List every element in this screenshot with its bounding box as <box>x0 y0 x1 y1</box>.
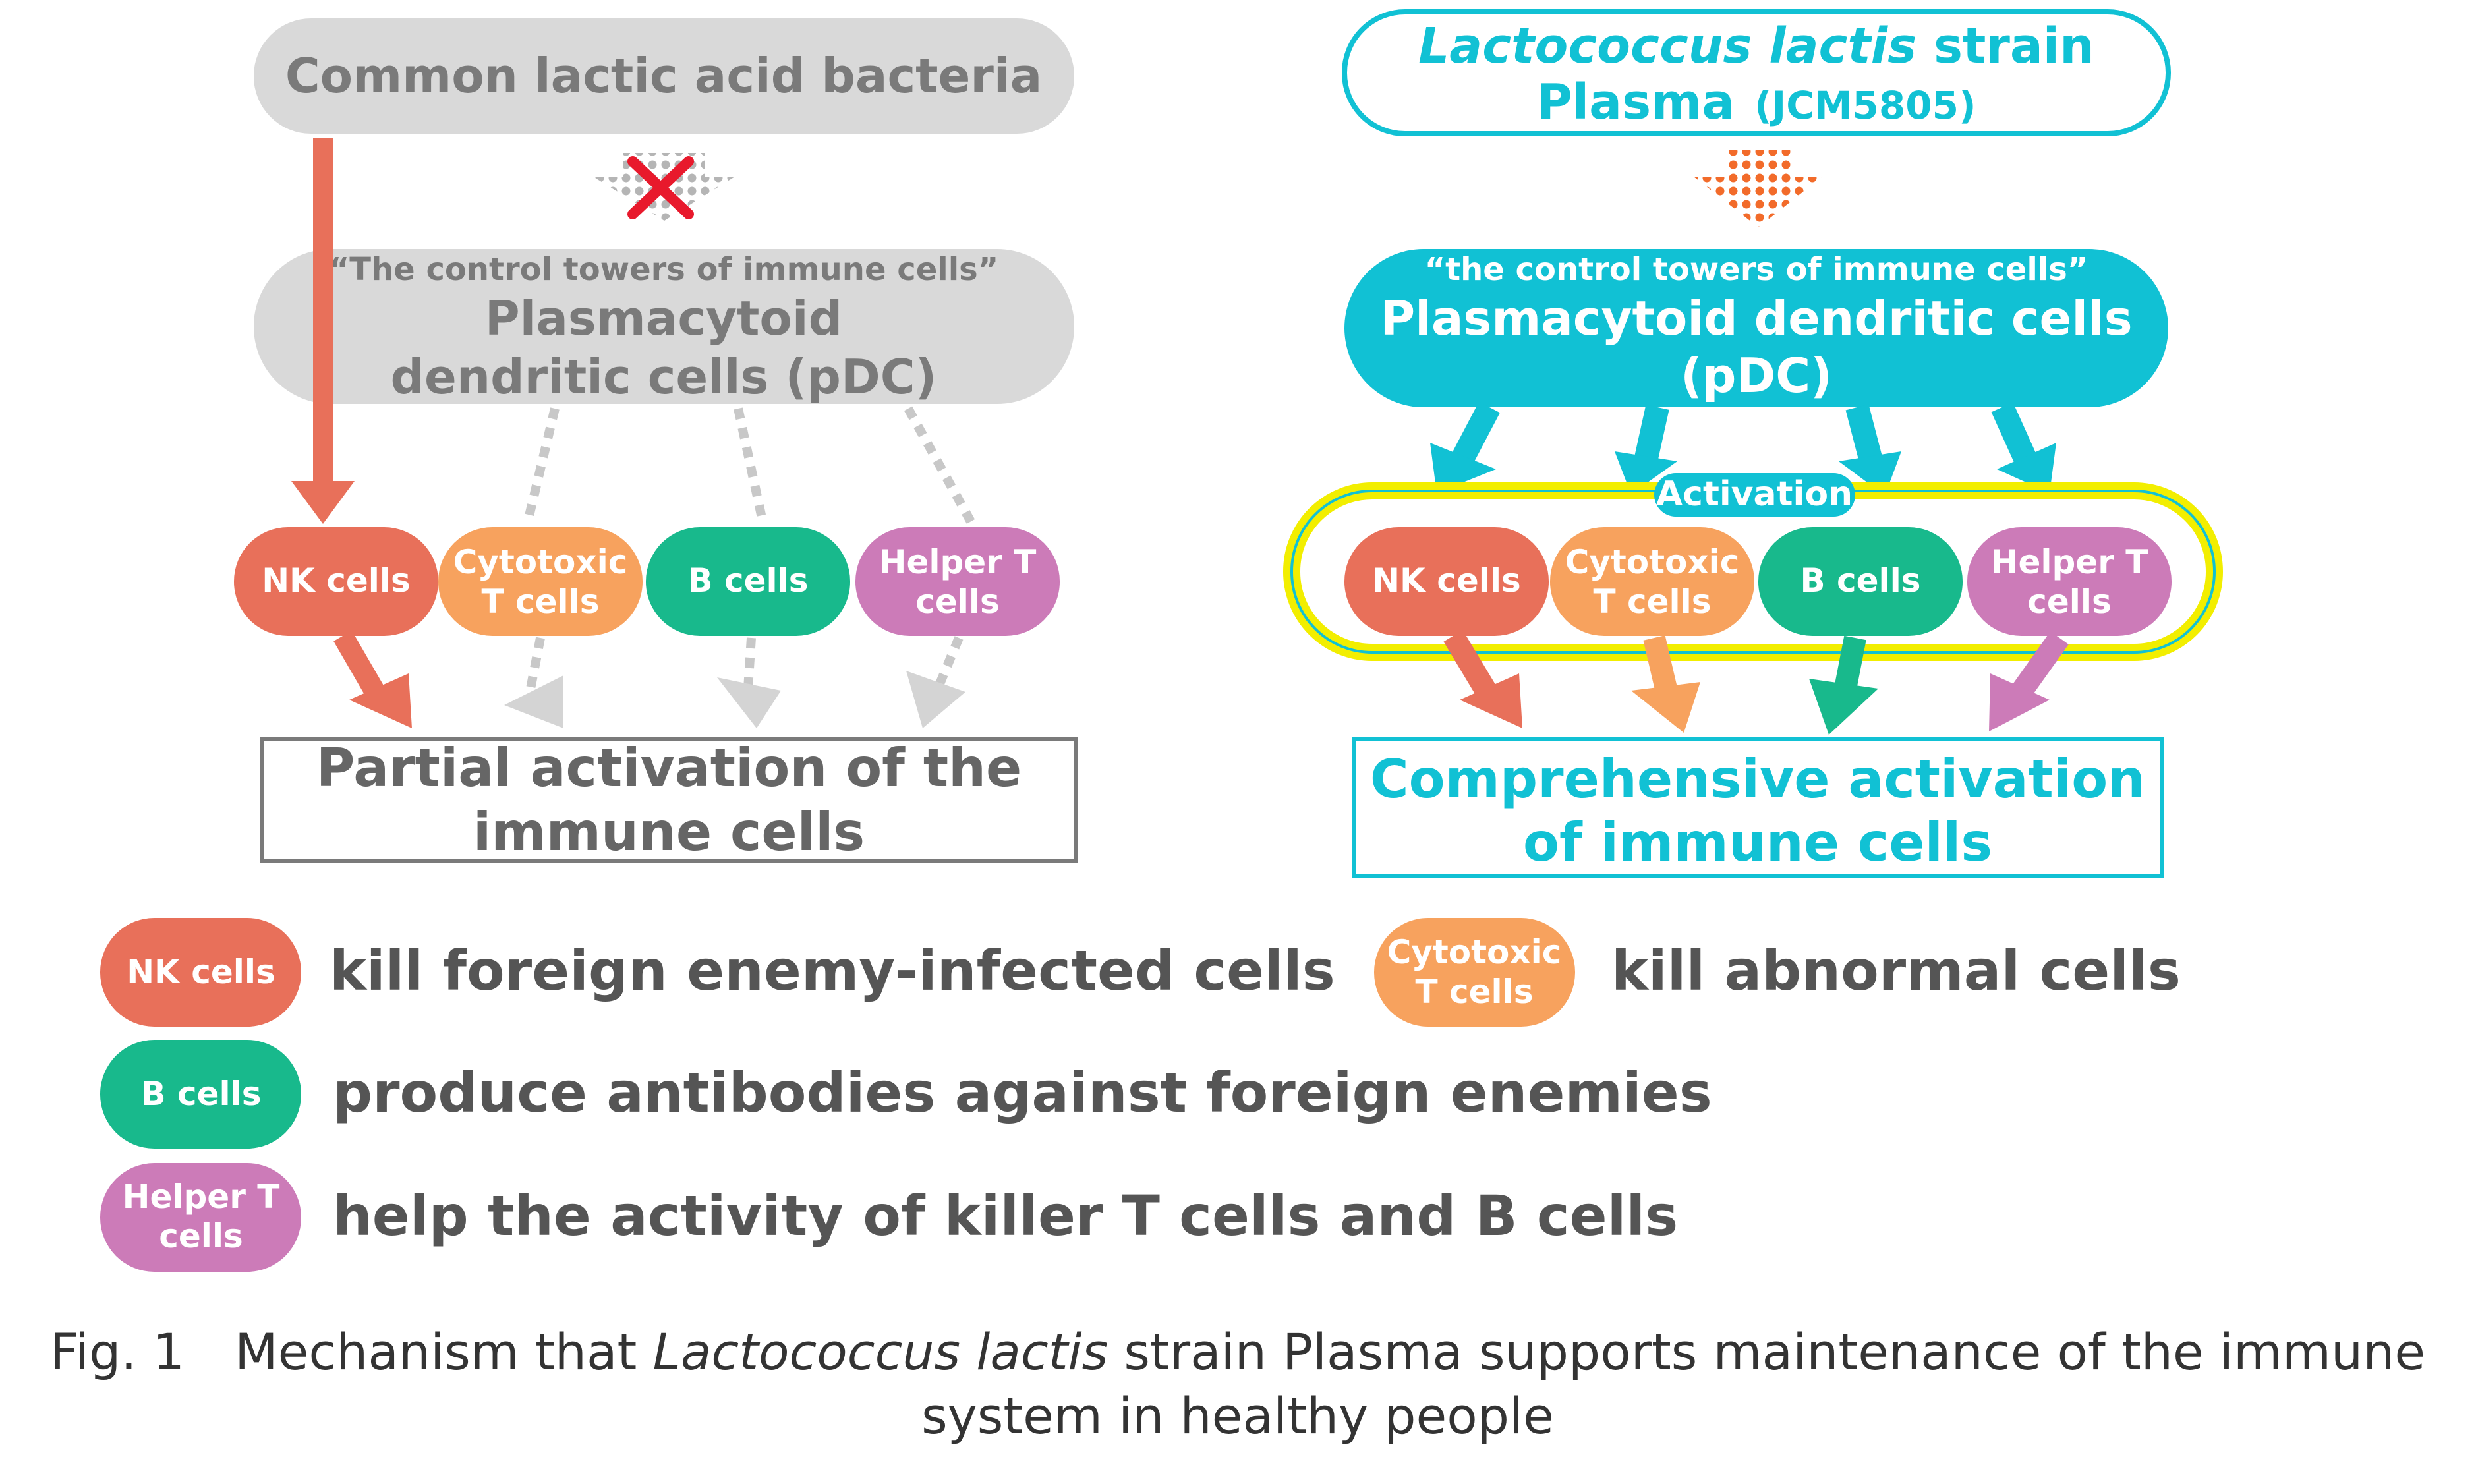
svg-text:Helper T: Helper T <box>123 1178 280 1216</box>
svg-text:B cells: B cells <box>1800 561 1920 600</box>
blocked-arrow-icon <box>593 153 735 221</box>
svg-text:B cells: B cells <box>140 1075 261 1113</box>
left-nk-cells: NK cells <box>234 527 438 636</box>
left-cytotoxic-cells: Cytotoxic T cells <box>438 527 643 636</box>
activation-arrow-icon <box>1694 150 1822 227</box>
svg-text:Cytotoxic: Cytotoxic <box>1387 933 1562 971</box>
svg-text:cells: cells <box>915 583 1000 621</box>
svg-text:T cells: T cells <box>481 583 599 621</box>
svg-text:of immune cells: of immune cells <box>1523 812 1992 873</box>
left-nk-direct-arrow <box>291 138 355 524</box>
figure-caption: Fig. 1 Mechanism that Lactococcus lactis… <box>50 1323 2425 1445</box>
legend-b-text: produce antibodies against foreign enemi… <box>333 1060 1712 1125</box>
legend-cytotoxic: Cytotoxic T cells kill abnormal cells <box>1374 918 2181 1027</box>
comprehensive-activation-box: Comprehensive activation of immune cells <box>1352 737 2164 878</box>
svg-text:immune cells: immune cells <box>473 801 865 863</box>
legend: NK cells kill foreign enemy-infected cel… <box>100 918 2181 1272</box>
svg-text:cells: cells <box>159 1217 243 1255</box>
partial-activation-box: Partial activation of the immune cells <box>260 737 1078 863</box>
common-bacteria-box: Common lactic acid bacteria <box>254 18 1074 134</box>
left-pdc-line2: dendritic cells (pDC) <box>391 349 937 405</box>
activation-label: Activation <box>1654 473 1855 517</box>
lactococcus-box: Lactococcus lactis strain Plasma(JCM5805… <box>1342 9 2171 136</box>
right-nk-cells: NK cells <box>1344 527 1549 636</box>
left-pdc-box: “The control towers of immune cells” Pla… <box>254 249 1074 405</box>
svg-text:NK cells: NK cells <box>262 561 411 600</box>
left-pdc-line1: Plasmacytoid <box>485 291 842 346</box>
right-pdc-quote: “the control towers of immune cells” <box>1425 251 2088 288</box>
right-pdc-line2: (pDC) <box>1681 348 1832 403</box>
legend-nk-text: kill foreign enemy-infected cells <box>330 938 1335 1003</box>
right-pdc-box: “the control towers of immune cells” Pla… <box>1344 249 2168 407</box>
svg-text:Activation: Activation <box>1656 474 1853 514</box>
legend-cytotoxic-text: kill abnormal cells <box>1611 938 2181 1003</box>
legend-helper: Helper T cells help the activity of kill… <box>100 1163 1678 1272</box>
right-panel: Lactococcus lactis strain Plasma(JCM5805… <box>1283 9 2223 878</box>
svg-text:Cytotoxic: Cytotoxic <box>453 543 628 581</box>
left-b-cells: B cells <box>646 527 850 636</box>
svg-text:Helper T: Helper T <box>1991 543 2148 581</box>
svg-text:NK cells: NK cells <box>1372 561 1521 600</box>
right-b-cells: B cells <box>1758 527 1963 636</box>
svg-text:NK cells: NK cells <box>127 953 275 991</box>
right-helper-t-cells: Helper T cells <box>1967 527 2172 636</box>
left-nk-result-arrow <box>333 630 412 728</box>
common-bacteria-label: Common lactic acid bacteria <box>285 48 1042 103</box>
svg-text:B cells: B cells <box>687 561 808 600</box>
left-pdc-quote: “The control towers of immune cells” <box>329 251 999 288</box>
caption-line1: Fig. 1 Mechanism that Lactococcus lactis… <box>50 1323 2425 1381</box>
legend-b: B cells produce antibodies against forei… <box>100 1040 1712 1149</box>
left-panel: Common lactic acid bacteria “The control… <box>234 18 1078 863</box>
svg-text:T cells: T cells <box>1593 583 1711 621</box>
svg-text:Cytotoxic: Cytotoxic <box>1565 543 1740 581</box>
left-dotted-arrows <box>523 406 977 527</box>
svg-text:T cells: T cells <box>1415 973 1533 1011</box>
svg-text:cells: cells <box>2027 583 2112 621</box>
lactococcus-line1: Lactococcus lactis strain <box>1418 18 2094 74</box>
right-result-arrows <box>1443 630 2069 735</box>
right-cytotoxic-cells: Cytotoxic T cells <box>1550 527 1754 636</box>
svg-text:Partial activation of the: Partial activation of the <box>316 737 1022 799</box>
legend-helper-text: help the activity of killer T cells and … <box>333 1184 1678 1248</box>
svg-text:Comprehensive activation: Comprehensive activation <box>1370 749 2145 810</box>
right-pdc-line1: Plasmacytoid dendritic cells <box>1380 291 2132 346</box>
legend-nk: NK cells kill foreign enemy-infected cel… <box>100 918 1335 1027</box>
caption-line2: system in healthy people <box>921 1386 1554 1445</box>
left-helper-t-cells: Helper T cells <box>855 527 1060 636</box>
svg-text:Helper T: Helper T <box>879 543 1037 581</box>
left-dotted-result-arrows <box>504 636 965 728</box>
lactococcus-line2: Plasma(JCM5805) <box>1537 74 1976 130</box>
